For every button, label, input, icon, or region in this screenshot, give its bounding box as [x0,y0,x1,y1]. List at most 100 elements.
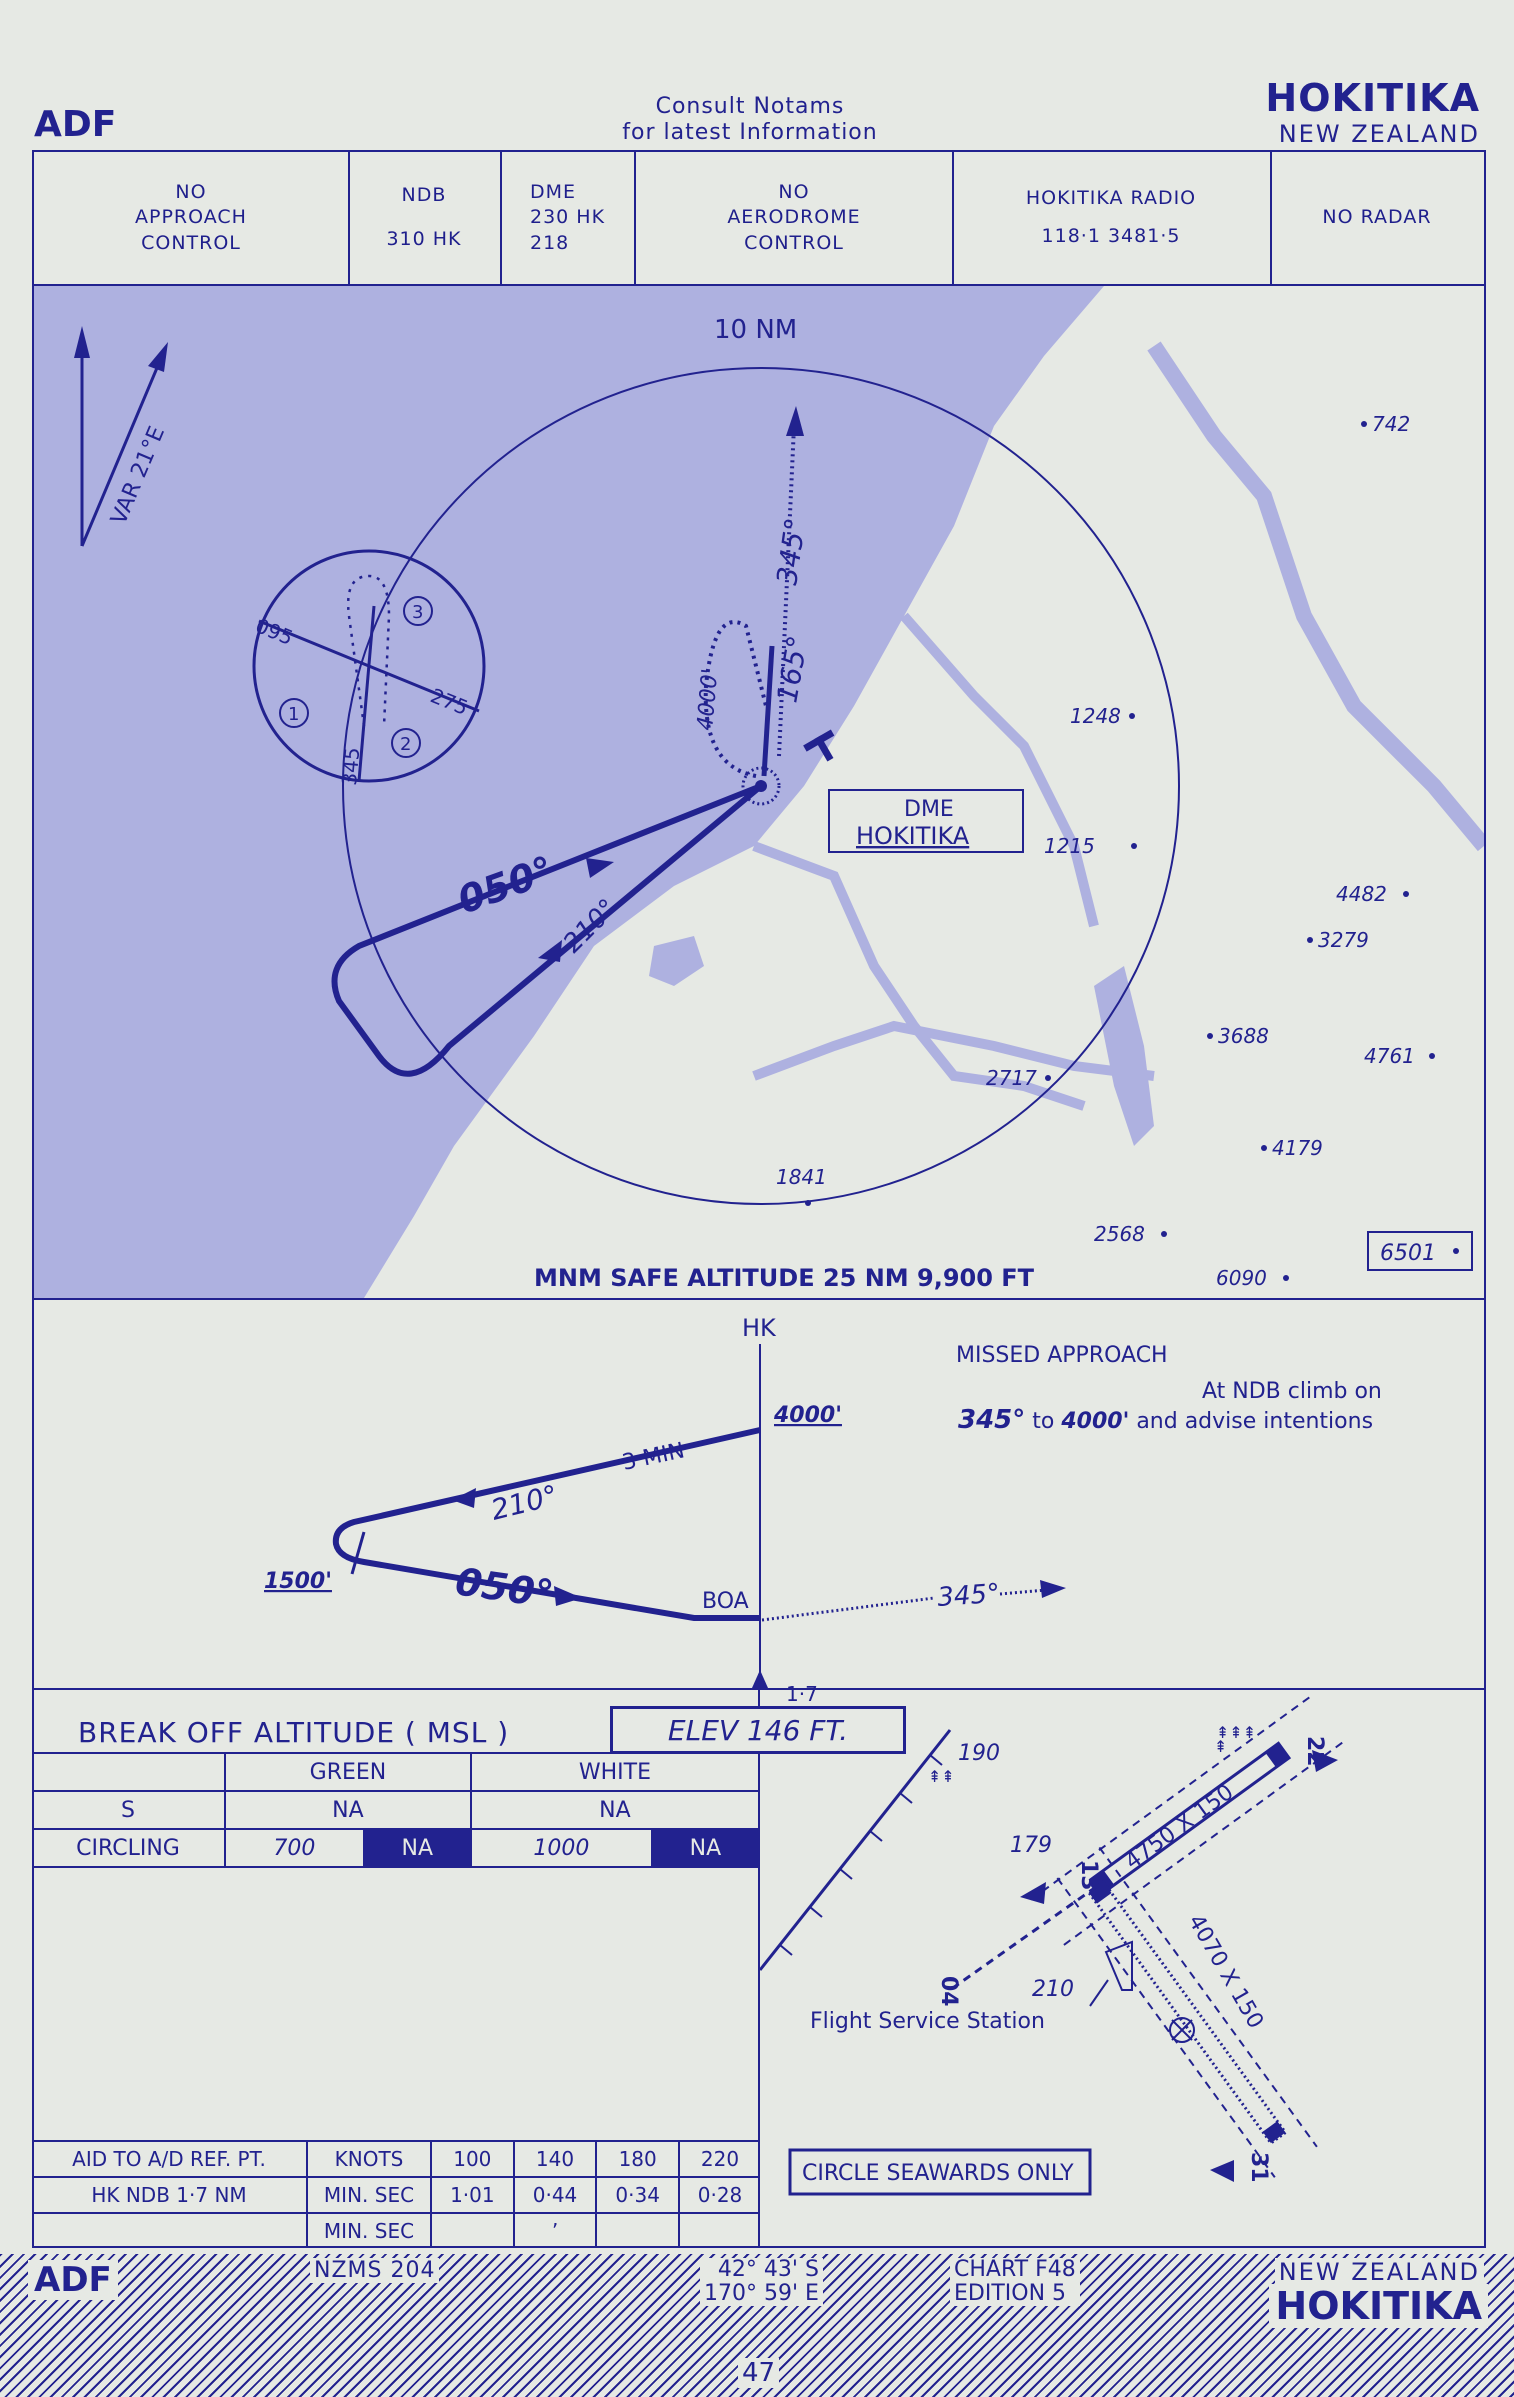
plan-view-map: VAR 21°E 10 NM 095 275 345 1 2 3 050° 21… [34,286,1484,1298]
notam-notice: Consult Notams for latest Information [600,94,900,147]
threshold-arrow [1020,1882,1046,1904]
elevation-text: ELEV 146 FT. [667,1713,849,1747]
info-text: NDB [401,184,447,207]
info-radar: NO RADAR [1270,152,1484,284]
circling-note-box [788,2148,1092,2196]
lake [1094,966,1154,1146]
timing-cell: MIN. SEC [306,2176,432,2214]
svg-text:⇞⇞⇞: ⇞⇞⇞ [1216,1723,1256,1742]
info-text: NO [778,180,810,203]
minima-white-vis: NA [650,1828,761,1868]
profile-view: HK MISSED APPROACH At NDB climb on 345° … [32,1298,1486,1690]
runway-13-extension [949,1885,1097,1992]
timing-cell [32,2212,308,2247]
elevation-box: ELEV 146 FT. [610,1706,906,1754]
magnetic-var-arrow [80,355,164,547]
dme-name: HOKITIKA [856,822,970,850]
timing-cell [595,2212,681,2247]
timing-header: 180 [595,2140,681,2178]
threshold-arrow [1210,2160,1234,2182]
sector-2-marker [391,728,421,758]
var-arrowhead [148,342,168,372]
footer-latitude: 42° 43' S [717,2257,819,2282]
sector-line [357,605,376,782]
tree-symbols: ⇞⇞⇞⇞⇞⇞ [928,1723,1256,1786]
footer-chart-number: CHART F48 [954,2257,1076,2282]
timing-cell: 0·28 [678,2176,760,2214]
profile-diagram: HK MISSED APPROACH At NDB climb on 345° … [264,1314,1382,1688]
info-text: DME [530,180,577,203]
timing-header: 220 [678,2140,760,2178]
track-arrow [538,940,562,962]
plan-view: VAR 21°E 10 NM 095 275 345 1 2 3 050° 21… [32,284,1486,1300]
range-ring-label: 10 NM [714,315,797,345]
footer-edition: EDITION 5 [954,2281,1067,2307]
timing-header: 100 [430,2140,515,2178]
spot-height: 2568 [1094,1222,1145,1246]
sector-3-marker [403,596,433,626]
timing-header: 140 [512,2140,598,2178]
spot-height: 742 [1372,412,1410,436]
hold-altitude-label: 4000' [693,668,723,732]
info-text: 218 [530,231,570,254]
footer-longitude: 170° 59' E [704,2281,819,2307]
coastline [760,1729,952,1971]
info-text: CONTROL [141,231,241,254]
info-text: 230 HK [530,206,606,229]
runway-04-22 [1056,1846,1318,2178]
river [1147,341,1484,852]
notam-line2: for latest Information [622,120,878,146]
sector-1-marker [279,698,309,728]
aerodrome-reference-point [1169,2017,1195,2043]
minima-green-value: NA [224,1790,472,1830]
spot-height: 3688 [1218,1024,1269,1048]
fss-leader [1089,1979,1109,2007]
info-text: NO [175,180,207,203]
info-aerodrome-control: NO AERODROME CONTROL [636,152,954,284]
footer-coordinates: 42° 43' S 170° 59' E [700,2257,823,2307]
max-elevation-box [1367,1231,1473,1271]
profile-tick [350,1531,366,1575]
spot-height: 4482 [1336,882,1387,906]
info-strip: NO APPROACH CONTROL NDB 310 HK DME 230 H… [32,150,1486,286]
hold-inbound-leg [761,645,775,777]
spot-height: 1215 [1044,834,1095,858]
procedure-track [331,783,763,1077]
spot-height: 1841 [776,1165,827,1189]
runway-dimension-cross: 4070 X 150 [1183,1911,1268,2034]
river [900,612,1099,928]
runway-number-13: 13 [1076,1860,1101,1891]
airport-name: HOKITIKA [1265,76,1480,120]
minima-title: BREAK OFF ALTITUDE ( MSL ) [78,1716,510,1749]
timing-table: AID TO A/D REF. PT. KNOTS 100 140 180 22… [32,2140,760,2247]
info-text: APPROACH [135,206,247,229]
footer-airport: HOKITIKA [1269,2284,1488,2328]
info-text: 118·1 3481·5 [1041,225,1181,247]
ndb-symbol [741,766,781,806]
spot-height: 6090 [1216,1266,1267,1290]
minima-green-header: GREEN [224,1752,472,1792]
timing-cell: 0·44 [512,2176,598,2214]
missed-approach-track: 345° [958,1405,1025,1435]
elevation-179: 179 [1010,1833,1052,1858]
minima-white-header: WHITE [469,1752,761,1792]
country-name: NEW ZEALAND [1278,120,1480,148]
minima-green-alt: 700 [224,1828,365,1868]
profile-missed-label: 345° [936,1579,1001,1613]
timing-header: KNOTS [306,2140,432,2178]
info-radio: HOKITIKA RADIO 118·1 3481·5 [952,152,1272,284]
river [752,1020,1155,1081]
lake [649,936,704,986]
msa-label: MNM SAFE ALTITUDE 25 NM 9,900 FT [534,1264,1035,1292]
profile-missed-arrow [1040,1580,1066,1598]
spot-height: 4761 [1364,1044,1415,1068]
minima-white-alt: 1000 [469,1828,653,1868]
missed-approach-to: to [1025,1409,1061,1434]
footer-chart: CHART F48 EDITION 5 [950,2257,1080,2307]
holding-pattern [703,620,768,778]
svg-text:⇞⇞: ⇞⇞ [928,1767,955,1786]
runway-number-22: 22 [1302,1736,1327,1767]
info-text: AERODROME [727,206,861,229]
minima-table: GREEN WHITE S NA NA CIRCLING 700 NA 1000… [32,1752,761,1868]
sea-area [34,286,1104,1298]
